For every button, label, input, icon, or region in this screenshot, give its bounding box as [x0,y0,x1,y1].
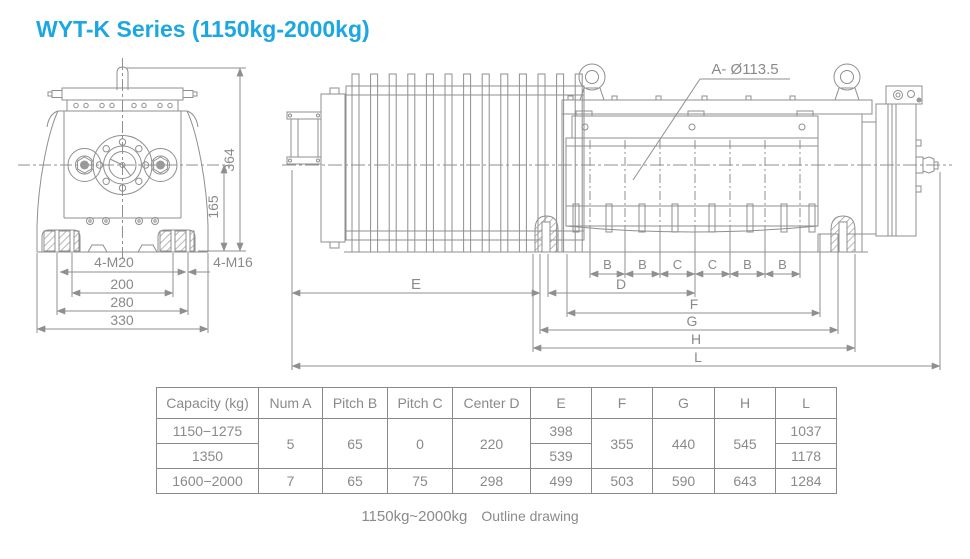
header-l: L [775,387,837,419]
cell-capacity-3: 1600−2000 [156,468,259,494]
header-pitch-b: Pitch B [322,387,388,419]
side-view-dimensions [291,170,941,370]
caption-text: Outline drawing [481,508,579,524]
brake-encoder-assembly [861,85,939,237]
side-view [282,63,952,253]
dim-label-165: 165 [205,195,221,219]
figure-caption: 1150kg~2000kg Outline drawing [150,508,790,525]
dim-label-f: F [690,296,699,312]
traction-sheave [565,137,819,233]
table-row-3: 1600−2000 7 65 75 298 499 503 590 643 12… [156,468,837,494]
dim-label-330: 330 [110,312,134,328]
cell-f-3: 503 [591,468,653,494]
header-center-d: Center D [452,387,531,419]
bolt-label-m20: 4-M20 [94,254,134,270]
cell-pitch-c-12: 0 [387,418,453,469]
dim-label-l: L [694,349,702,365]
cell-capacity-1: 1150−1275 [156,418,259,444]
page-title: WYT-K Series (1150kg-2000kg) [36,16,370,42]
dim-label-280: 280 [110,294,134,310]
cell-l-2: 1178 [775,443,837,469]
caption-capacity-range: 1150kg~2000kg [361,508,468,525]
junction-box [286,111,322,165]
cell-e-1: 398 [530,418,592,444]
header-f: F [591,387,653,419]
cell-l-1: 1037 [775,418,837,444]
cell-capacity-2: 1350 [156,443,259,469]
technical-drawing: 364 165 4-M20 4-M16 200 280 330 [18,58,952,370]
side-foot-right [830,215,856,253]
cell-center-d-12: 220 [452,418,531,469]
sheave-diameter-label: A- Ø113.5 [711,61,778,78]
pitch-label-c2: C [708,257,717,272]
cell-pitch-b-3: 65 [322,468,388,494]
eyebolt-left [578,63,606,101]
eyebolt-right [833,63,861,101]
cell-pitch-b-12: 65 [322,418,388,469]
bolt-label-m16: 4-M16 [213,254,253,270]
header-pitch-c: Pitch C [387,387,453,419]
table-header-row: Capacity (kg) Num A Pitch B Pitch C Cent… [156,387,837,419]
header-capacity: Capacity (kg) [156,387,259,419]
pitch-label-c1: C [673,257,682,272]
header-num-a: Num A [258,387,323,419]
dim-label-364: 364 [221,148,237,172]
dim-label-e: E [411,276,421,293]
cell-center-d-3: 298 [452,468,531,494]
cell-e-3: 499 [530,468,592,494]
cell-e-2: 539 [530,443,592,469]
pitch-label-b4: B [778,257,787,272]
front-view [18,58,230,262]
side-bolt-right [143,148,178,182]
main-shaft-flange [92,135,153,195]
cell-g-12: 440 [652,418,715,469]
right-foot [157,229,196,252]
cell-num-a-12: 5 [258,418,323,469]
left-foot [41,229,81,252]
side-foot-left [534,215,559,253]
header-e: E [530,387,592,419]
cell-h-12: 545 [714,418,776,469]
pitch-label-b1: B [603,257,612,272]
dim-label-g: G [687,313,698,329]
spec-table: Capacity (kg) Num A Pitch B Pitch C Cent… [156,387,837,494]
cell-pitch-c-3: 75 [387,468,453,494]
header-h: H [714,387,776,419]
cell-f-12: 355 [591,418,653,469]
cell-h-3: 643 [714,468,776,494]
header-g: G [652,387,715,419]
pitch-label-b3: B [743,257,752,272]
table-row-1: 1150−1275 5 65 0 220 398 355 440 545 103… [156,418,837,469]
cell-l-3: 1284 [775,468,837,494]
side-bolt-left [67,148,102,182]
pitch-label-b2: B [638,257,647,272]
table-row-2: 1350 539 1178 [156,443,837,469]
cell-g-3: 590 [652,468,715,494]
rope-guard [571,110,819,139]
dim-label-200: 200 [110,276,134,292]
dim-label-h: H [691,331,701,347]
dim-label-d: D [616,276,626,292]
cell-num-a-3: 7 [258,468,323,494]
shaft-stub [116,66,129,90]
front-view-dimensions [36,67,246,333]
